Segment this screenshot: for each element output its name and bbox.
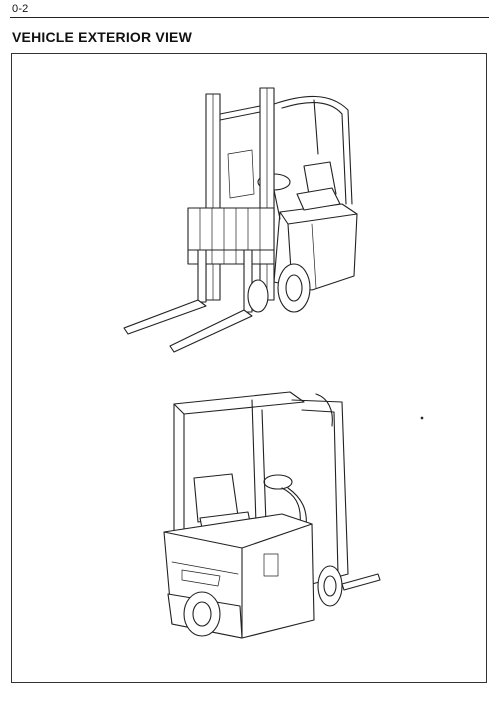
page-number: 0-2 [12, 3, 29, 15]
figure-frame [11, 53, 487, 683]
forklift-rear-view [163, 391, 424, 639]
forklift-illustrations [123, 87, 424, 639]
header-divider [10, 17, 489, 18]
forklift-front-view [123, 87, 358, 353]
section-title: VEHICLE EXTERIOR VIEW [12, 29, 192, 45]
